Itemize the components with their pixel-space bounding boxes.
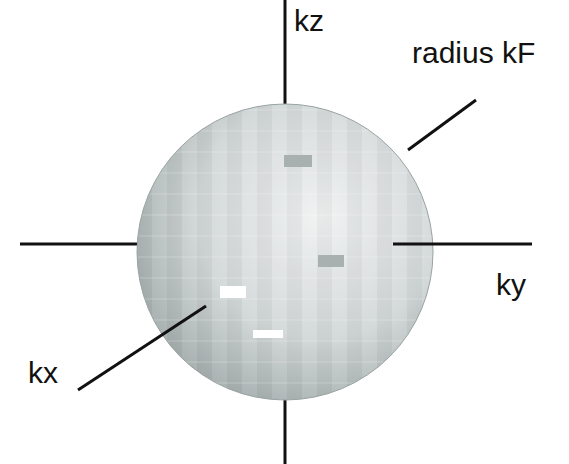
facet-line	[130, 236, 440, 237]
facet-band	[377, 100, 392, 410]
facet-line	[130, 173, 440, 174]
facet-band	[272, 100, 287, 410]
facet-band	[257, 100, 272, 410]
facet-line	[130, 341, 440, 342]
facet-band	[242, 100, 257, 410]
facet-line	[130, 278, 440, 279]
facet-line	[130, 110, 440, 111]
kz-axis	[284, 395, 287, 464]
facet-band	[182, 100, 197, 410]
sphere-facets	[130, 100, 440, 410]
facet-band	[287, 100, 302, 410]
facet	[253, 330, 283, 338]
facet-band	[422, 100, 437, 410]
axis-label: radius kF	[412, 36, 535, 69]
kx-axis	[78, 306, 206, 390]
facet-band	[137, 100, 152, 410]
facet-line	[130, 299, 440, 300]
facet	[220, 286, 246, 298]
facet-line	[130, 257, 440, 258]
facet-band	[227, 100, 242, 410]
facet-band	[152, 100, 167, 410]
facet-line	[130, 320, 440, 321]
facet-band	[362, 100, 377, 410]
facet-band	[407, 100, 422, 410]
facet-line	[130, 215, 440, 216]
facet-band	[197, 100, 212, 410]
ky-axis	[393, 243, 532, 246]
facet-band	[392, 100, 407, 410]
axis-label: kz	[294, 4, 324, 37]
facet-line	[130, 362, 440, 363]
facet-band	[347, 100, 362, 410]
facet-band	[212, 100, 227, 410]
facet	[318, 255, 344, 267]
facet-band	[302, 100, 317, 410]
facet-band	[167, 100, 182, 410]
kx-axis	[408, 100, 476, 150]
kz-axis	[284, 0, 287, 104]
ky-axis	[20, 243, 138, 246]
axis-label: ky	[496, 268, 526, 301]
facet	[284, 155, 312, 167]
facet-line	[130, 131, 440, 132]
facet-line	[130, 383, 440, 384]
facet-line	[130, 194, 440, 195]
axis-label: kx	[28, 356, 58, 389]
